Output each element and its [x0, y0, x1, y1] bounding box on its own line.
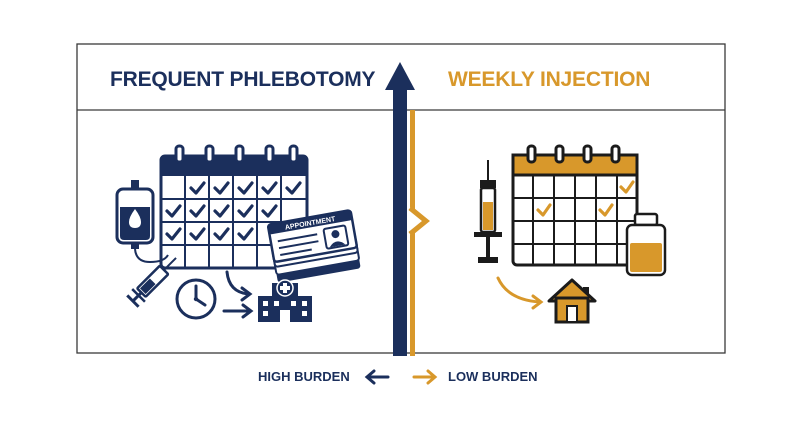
title-frequent-phlebotomy: FREQUENT PHLEBOTOMY [110, 68, 376, 91]
chevron-right-icon [408, 110, 430, 356]
syringe-icon [474, 160, 502, 263]
calendar-few-checks-icon [511, 144, 639, 267]
arrow-to-hospital-icon [222, 270, 254, 319]
title-weekly-injection: WEEKLY INJECTION [448, 68, 651, 91]
appointment-cards-icon: APPOINTMENT [267, 209, 361, 283]
arrow-to-home-icon [496, 276, 544, 310]
home-icon [547, 278, 597, 324]
hospital-icon [258, 279, 312, 322]
clock-icon [175, 278, 217, 320]
legend-low-burden: LOW BURDEN [448, 369, 538, 384]
legend-high-burden: HIGH BURDEN [258, 369, 350, 384]
right-arrow-icon [412, 369, 438, 385]
up-arrow-icon [385, 62, 415, 356]
syringe-icon [126, 257, 177, 308]
vial-icon [625, 212, 667, 277]
iv-blood-bag-icon [115, 180, 169, 264]
left-arrow-icon [364, 369, 390, 385]
